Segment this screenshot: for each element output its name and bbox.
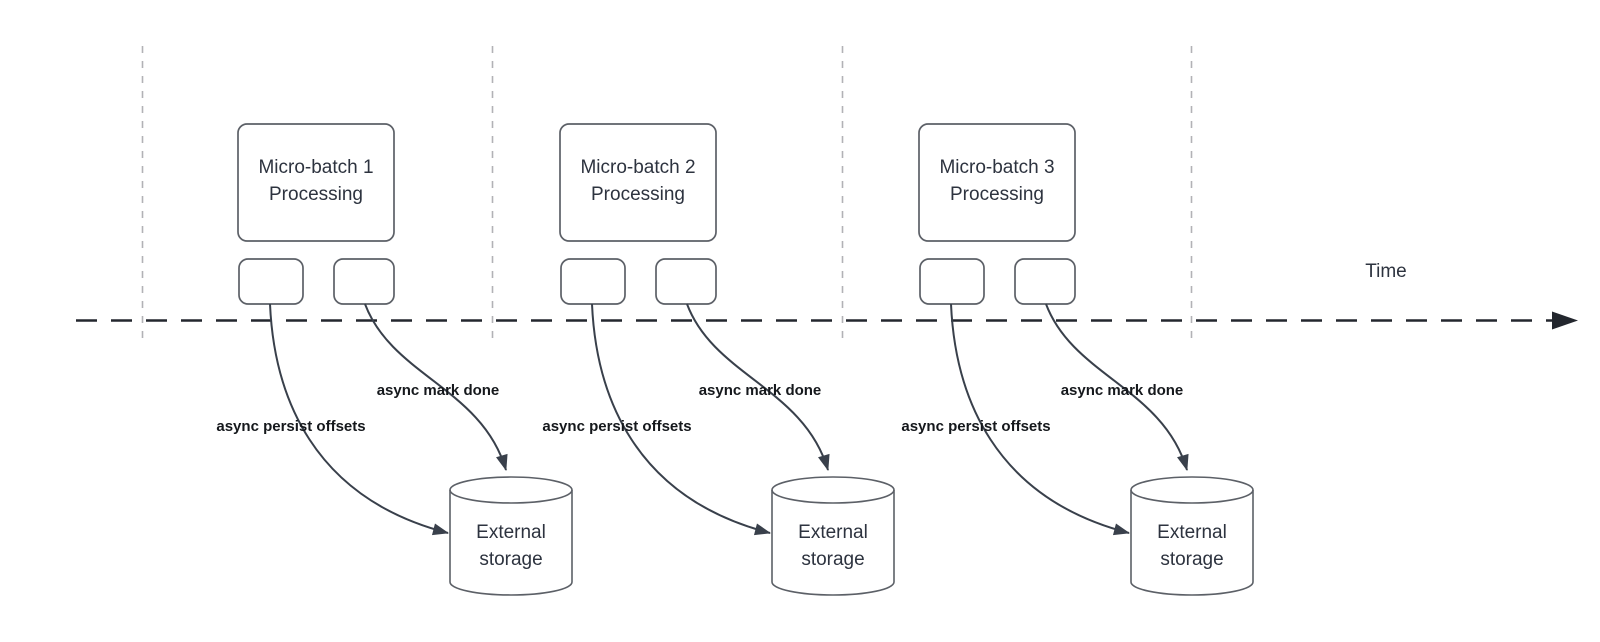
external-storage-label-line1: External: [476, 522, 546, 543]
mark-done-arrow: [364, 303, 508, 471]
external-storage-cylinder: [771, 476, 895, 596]
mark-done-label: async mark done: [377, 382, 500, 399]
micro-batch-title-line2: Processing: [591, 184, 685, 205]
micro-batch-title-line1: Micro-batch 3: [939, 157, 1054, 178]
micro-batch-title-line2: Processing: [269, 184, 363, 205]
external-storage-label-line2: storage: [479, 549, 542, 570]
micro-batch-title-line2: Processing: [950, 184, 1044, 205]
persist-offsets-label: async persist offsets: [901, 418, 1050, 435]
persist-offsets-label: async persist offsets: [542, 418, 691, 435]
micro-batch-processing-box: [559, 123, 717, 242]
external-storage-cylinder-rim: [771, 489, 895, 504]
external-storage-label-line2: storage: [801, 549, 864, 570]
persist-offsets-arrow: [269, 303, 449, 536]
micro-batch-title-line1: Micro-batch 2: [580, 157, 695, 178]
persist-offsets-label: async persist offsets: [216, 418, 365, 435]
time-label: Time: [1365, 261, 1407, 282]
micro-batch-processing-box: [918, 123, 1076, 242]
microbatch-group-2: Micro-batch 2 Processing async persist o…: [542, 123, 895, 596]
persist-offsets-task-box: [238, 258, 304, 305]
mark-done-arrow: [1045, 303, 1189, 471]
external-storage-cylinder: [449, 476, 573, 596]
persist-offsets-task-box: [560, 258, 626, 305]
persist-offsets-task-box: [919, 258, 985, 305]
mark-done-arrow: [686, 303, 830, 471]
persist-offsets-arrow: [950, 303, 1130, 536]
mark-done-task-box: [333, 258, 395, 305]
mark-done-label: async mark done: [699, 382, 822, 399]
micro-batch-processing-box: [237, 123, 395, 242]
external-storage-label-line1: External: [1157, 522, 1227, 543]
micro-batch-title-line1: Micro-batch 1: [258, 157, 373, 178]
external-storage-cylinder-rim: [449, 489, 573, 504]
persist-offsets-arrow: [591, 303, 771, 536]
mark-done-task-box: [1014, 258, 1076, 305]
timeline-arrowhead-icon: [1552, 311, 1578, 330]
external-storage-cylinder: [1130, 476, 1254, 596]
external-storage-label-line2: storage: [1160, 549, 1223, 570]
microbatch-group-1: Micro-batch 1 Processing async persist o…: [216, 123, 573, 596]
microbatch-group-3: Micro-batch 3 Processing async persist o…: [901, 123, 1254, 596]
mark-done-task-box: [655, 258, 717, 305]
mark-done-label: async mark done: [1061, 382, 1184, 399]
external-storage-label-line1: External: [798, 522, 868, 543]
external-storage-cylinder-rim: [1130, 489, 1254, 504]
